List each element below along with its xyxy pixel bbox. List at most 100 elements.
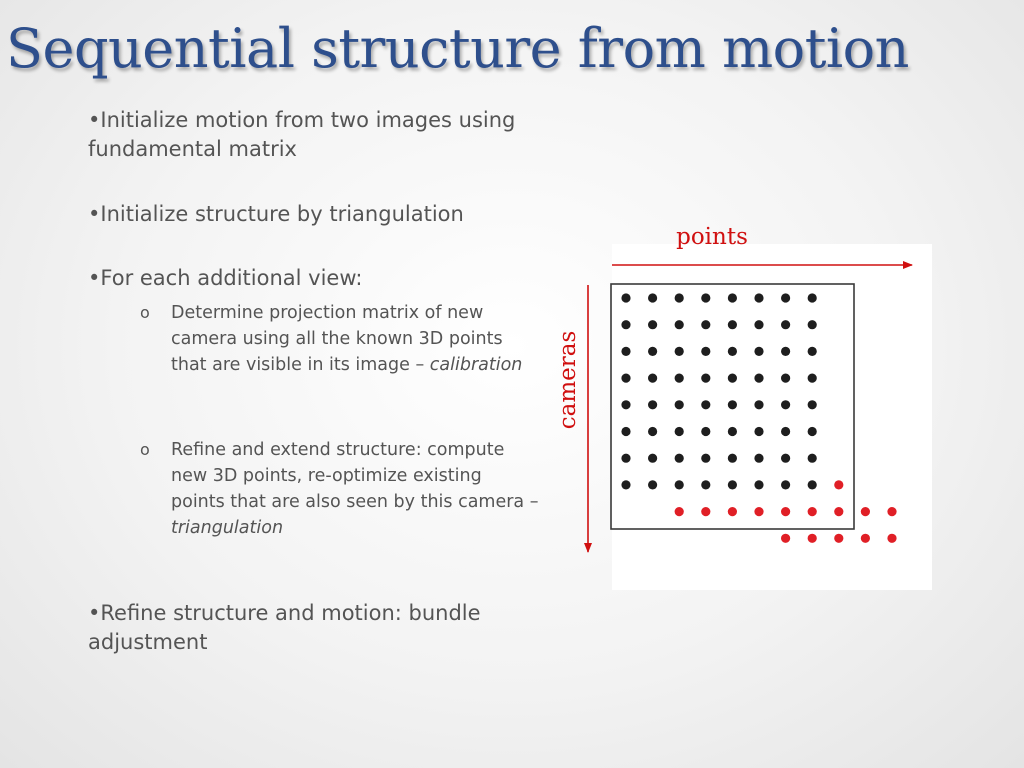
known-point-dot <box>674 480 684 490</box>
known-point-dot <box>648 480 658 490</box>
known-point-dot <box>807 320 817 330</box>
known-point-dot <box>621 426 631 437</box>
known-point-dot <box>754 293 764 303</box>
known-point-dot <box>701 346 711 356</box>
known-point-dot <box>648 346 658 356</box>
known-point-dot <box>621 400 631 410</box>
known-point-dot <box>648 400 658 410</box>
known-point-dot <box>621 453 631 463</box>
new-camera-point-dot <box>887 533 897 543</box>
known-point-dot <box>807 346 817 356</box>
known-point-dot <box>781 426 791 437</box>
known-point-dot <box>621 480 631 490</box>
known-point-dot <box>754 453 764 463</box>
known-point-dot <box>781 293 791 303</box>
known-point-dot <box>781 480 791 490</box>
known-point-dot <box>621 346 631 356</box>
known-point-dot <box>754 320 764 330</box>
new-camera-point-dot <box>727 507 737 517</box>
new-camera-point-dot <box>807 533 817 543</box>
known-point-dot <box>701 480 711 490</box>
sub-bullet-marker: o <box>140 440 150 459</box>
new-camera-point-dot <box>860 507 870 517</box>
known-point-dot <box>674 453 684 463</box>
visibility-matrix-svg: points cameras <box>555 224 932 590</box>
bullet-initialize-structure: •Initialize structure by triangulation <box>88 202 464 226</box>
visibility-dots <box>621 293 897 543</box>
new-camera-point-dot <box>860 533 870 543</box>
known-point-dot <box>621 320 631 330</box>
known-point-dot <box>701 400 711 410</box>
known-point-dot <box>701 453 711 463</box>
known-point-dot <box>807 400 817 410</box>
known-point-dot <box>648 453 658 463</box>
sub-bullet-emphasis: triangulation <box>171 518 284 538</box>
known-point-dot <box>781 373 791 383</box>
known-point-dot <box>754 400 764 410</box>
known-point-dot <box>727 373 737 383</box>
known-point-dot <box>648 293 658 303</box>
known-point-dot <box>727 400 737 410</box>
new-point-dot <box>834 480 844 490</box>
known-point-dot <box>648 320 658 330</box>
known-point-dot <box>807 480 817 490</box>
known-point-dot <box>781 453 791 463</box>
known-point-dot <box>781 320 791 330</box>
new-camera-point-dot <box>834 507 844 517</box>
known-point-dot <box>674 400 684 410</box>
sub-bullet-text: Determine projection matrix of new camer… <box>171 300 540 378</box>
known-point-dot <box>727 320 737 330</box>
new-camera-point-dot <box>674 507 684 517</box>
known-point-dot <box>754 373 764 383</box>
known-point-dot <box>701 426 711 437</box>
new-camera-point-dot <box>834 533 844 543</box>
known-point-dot <box>727 480 737 490</box>
known-point-dot <box>701 320 711 330</box>
bullet-bundle-adjustment: •Refine structure and motion: bundle adj… <box>88 601 481 654</box>
new-camera-point-dot <box>754 507 764 517</box>
slide-title: Sequential structure from motion <box>6 17 909 80</box>
sub-bullet-body: Determine projection matrix of new camer… <box>171 303 503 375</box>
new-camera-point-dot <box>781 533 791 543</box>
known-point-dot <box>674 293 684 303</box>
visibility-matrix-figure: points cameras <box>552 220 932 590</box>
sub-bullet-marker: o <box>140 303 150 322</box>
known-structure-box <box>610 283 855 530</box>
sub-bullet-triangulation: o Refine and extend structure: compute n… <box>140 437 540 541</box>
figure-background <box>612 244 932 590</box>
new-camera-point-dot <box>781 507 791 517</box>
known-point-dot <box>648 426 658 437</box>
known-point-dot <box>754 480 764 490</box>
known-point-dot <box>807 453 817 463</box>
sub-bullet-calibration: o Determine projection matrix of new cam… <box>140 300 540 378</box>
known-point-dot <box>674 320 684 330</box>
known-point-dot <box>621 373 631 383</box>
points-axis-label: points <box>676 224 748 250</box>
known-point-dot <box>648 373 658 383</box>
known-point-dot <box>727 426 737 437</box>
new-camera-point-dot <box>807 507 817 517</box>
known-point-dot <box>701 293 711 303</box>
sub-bullet-emphasis: calibration <box>429 355 523 375</box>
known-point-dot <box>727 293 737 303</box>
known-point-dot <box>754 426 764 437</box>
cameras-axis-label: cameras <box>555 331 581 430</box>
new-camera-point-dot <box>701 507 711 517</box>
known-point-dot <box>674 346 684 356</box>
known-point-dot <box>781 400 791 410</box>
known-point-dot <box>754 346 764 356</box>
known-point-dot <box>807 293 817 303</box>
known-point-dot <box>674 426 684 437</box>
known-point-dot <box>674 373 684 383</box>
known-point-dot <box>727 346 737 356</box>
known-point-dot <box>621 293 631 303</box>
known-point-dot <box>807 373 817 383</box>
known-point-dot <box>807 426 817 437</box>
bullet-additional-view: •For each additional view: <box>88 266 363 290</box>
bullet-initialize-motion: •Initialize motion from two images using… <box>88 108 516 161</box>
known-point-dot <box>781 346 791 356</box>
sub-bullet-text: Refine and extend structure: compute new… <box>171 437 540 541</box>
sub-bullet-body: Refine and extend structure: compute new… <box>171 440 539 512</box>
new-camera-point-dot <box>887 507 897 517</box>
known-point-dot <box>727 453 737 463</box>
